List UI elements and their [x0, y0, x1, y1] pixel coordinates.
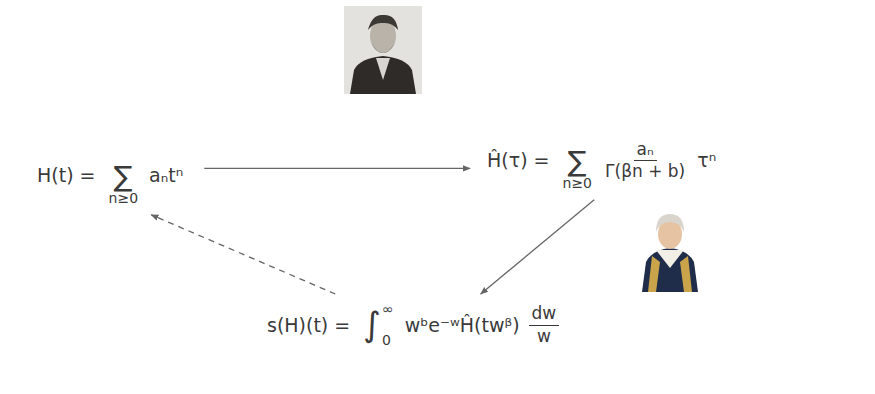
operator-symbol: ∑ — [568, 147, 587, 176]
operator-group: ∑n≥0 — [563, 130, 593, 192]
arrow-connector — [204, 168, 470, 169]
formula-text: wᵇe⁻ʷĤ(twᵝ) — [405, 314, 520, 337]
lower-limit: 0 — [382, 333, 394, 348]
operator-symbol: ∫ — [363, 307, 381, 343]
formula-text: τⁿ — [697, 149, 716, 172]
portrait-laplace — [642, 214, 698, 292]
denominator: w — [534, 326, 554, 347]
denominator: Γ(βn + b) — [602, 161, 688, 182]
dashed-arrow — [151, 215, 335, 294]
operator-group: ∫∞0 — [363, 302, 393, 348]
formula-node: s(H)(t) =∫∞0wᵇe⁻ʷĤ(twᵝ)dww — [258, 300, 567, 350]
formula-node: H(t) = ∑n≥0 aₙtⁿ — [28, 143, 192, 209]
formula-text: Ĥ(τ) = — [487, 149, 550, 172]
limits-column: ∞0 — [382, 302, 394, 348]
fraction: dww — [529, 304, 560, 346]
lower-limit: n≥0 — [109, 191, 139, 206]
formula-text: H(t) = — [37, 164, 96, 187]
lower-limit: n≥0 — [563, 176, 593, 191]
operator-symbol: ∑ — [114, 162, 133, 191]
formula-text: aₙtⁿ — [149, 164, 183, 187]
numerator: dw — [529, 304, 560, 326]
fraction: aₙΓ(βn + b) — [602, 140, 688, 182]
arrow-connector — [481, 200, 595, 294]
upper-limit: ∞ — [382, 302, 394, 317]
numerator: aₙ — [634, 140, 657, 162]
formula-text: s(H)(t) = — [267, 314, 350, 337]
portrait-borel — [344, 6, 422, 94]
operator-group: ∑n≥0 — [109, 145, 139, 207]
formula-node: Ĥ(τ) = ∑n≥0 aₙΓ(βn + b) τⁿ — [478, 128, 725, 194]
